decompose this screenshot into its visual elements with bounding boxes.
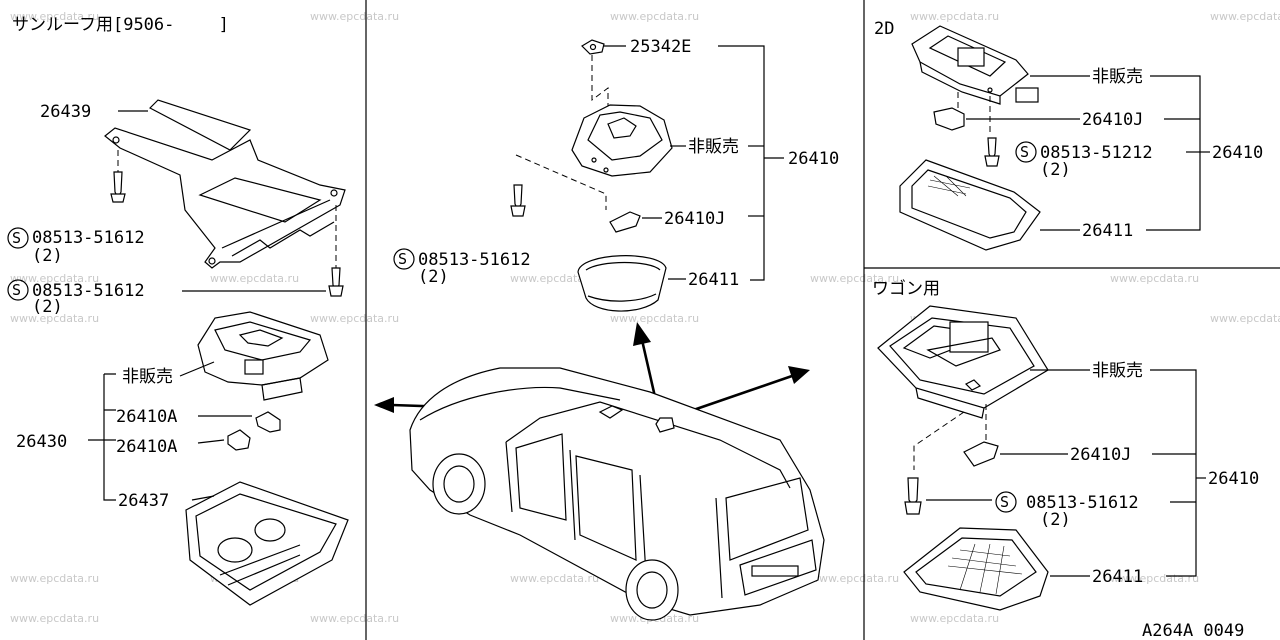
part-label-screw-wagon: 08513-51612 xyxy=(1026,493,1139,513)
screw-symbol-icon xyxy=(1015,141,1037,163)
screw-icon xyxy=(110,150,126,203)
screw-symbol: S xyxy=(1000,493,1009,511)
part-label-26410J-2d: 26410J xyxy=(1082,110,1143,130)
watermark: www.epcdata.ru xyxy=(10,272,99,285)
screw-icon xyxy=(984,137,1000,167)
not-for-sale-label: 非販売 xyxy=(688,137,739,157)
part-label-screw-2d: 08513-51212 xyxy=(1040,143,1153,163)
lens-26411-drawing xyxy=(577,255,667,312)
diagram-code: A264A 0049 xyxy=(1142,621,1244,640)
screw-symbol: S xyxy=(398,250,407,268)
lamp-body-drawing xyxy=(877,305,1049,419)
qty-screw-2: (2) xyxy=(32,297,63,317)
screw-symbol-icon xyxy=(7,227,29,249)
watermark: www.epcdata.ru xyxy=(1110,272,1199,285)
part-label-26410-center: 26410 xyxy=(788,149,839,169)
watermark: www.epcdata.ru xyxy=(10,572,99,585)
lens-26437-drawing xyxy=(185,481,349,606)
watermark: www.epcdata.ru xyxy=(10,10,99,23)
clip-icon xyxy=(581,39,605,55)
qty-screw-1: (2) xyxy=(32,246,63,266)
watermark: www.epcdata.ru xyxy=(1110,572,1199,585)
watermark: www.epcdata.ru xyxy=(10,312,99,325)
watermark: www.epcdata.ru xyxy=(10,612,99,625)
bulb-icon xyxy=(227,429,251,451)
right-bottom-panel: 非販売 26410 26410J S 08513-51612 (2) 26411 xyxy=(877,305,1259,611)
qty-screw-2d: (2) xyxy=(1040,160,1071,180)
screw-icon xyxy=(328,205,344,297)
watermark: www.epcdata.ru xyxy=(1210,312,1280,325)
screw-symbol: S xyxy=(12,281,21,299)
wagon-panel-title: ワゴン用 xyxy=(872,278,940,299)
2d-panel-title: 2D xyxy=(874,19,894,39)
lens-26411-drawing xyxy=(899,159,1041,251)
not-for-sale-label: 非販売 xyxy=(1092,361,1143,381)
qty-screw-wagon: (2) xyxy=(1040,510,1071,530)
bracket-26439-drawing xyxy=(104,99,346,269)
part-label-26410A-2: 26410A xyxy=(116,437,177,457)
screw-icon xyxy=(510,184,526,217)
watermark: www.epcdata.ru xyxy=(610,312,699,325)
watermark: www.epcdata.ru xyxy=(810,572,899,585)
watermark: www.epcdata.ru xyxy=(810,272,899,285)
watermark: www.epcdata.ru xyxy=(310,312,399,325)
not-for-sale-label: 非販売 xyxy=(1092,67,1143,87)
screw-icon xyxy=(904,477,922,515)
watermark: www.epcdata.ru xyxy=(310,10,399,23)
watermark: www.epcdata.ru xyxy=(510,572,599,585)
part-label-25342E: 25342E xyxy=(630,37,691,57)
bulb-icon xyxy=(963,441,999,467)
lamp-body-drawing xyxy=(197,311,329,401)
screw-symbol-icon xyxy=(995,491,1017,513)
center-panel: 25342E 26410 非販売 26410J S 08513-51612 (2… xyxy=(374,37,839,621)
watermark: www.epcdata.ru xyxy=(1210,10,1280,23)
part-label-screw-center: 08513-51612 xyxy=(418,250,531,270)
vehicle-drawing xyxy=(409,367,825,621)
part-label-26410J-wagon: 26410J xyxy=(1070,445,1131,465)
lamp-body-drawing xyxy=(571,104,673,177)
part-label-26430: 26430 xyxy=(16,432,67,452)
left-panel: 26439 S 08513-51612 (2) S 08513-51612 (2… xyxy=(7,99,349,606)
part-label-26411-2d: 26411 xyxy=(1082,221,1133,241)
lens-26411-drawing xyxy=(903,527,1049,611)
bulb-icon xyxy=(255,411,281,433)
bulb-icon xyxy=(933,107,965,131)
watermark: www.epcdata.ru xyxy=(310,612,399,625)
watermark: www.epcdata.ru xyxy=(910,612,999,625)
part-label-26410A-1: 26410A xyxy=(116,407,177,427)
not-for-sale-label: 非販売 xyxy=(122,367,173,387)
watermark: www.epcdata.ru xyxy=(510,272,599,285)
screw-symbol: S xyxy=(12,229,21,247)
screw-symbol: S xyxy=(1020,143,1029,161)
right-top-panel: 非販売 26410 26410J S 08513-51212 (2) 26411 xyxy=(899,25,1263,251)
screw-symbol-icon xyxy=(7,279,29,301)
part-label-26411-wagon: 26411 xyxy=(1092,567,1143,587)
part-label-26410-wagon: 26410 xyxy=(1208,469,1259,489)
watermark: www.epcdata.ru xyxy=(210,272,299,285)
sunroof-panel-title: サンルーフ用[9506- ] xyxy=(12,15,229,35)
lamp-body-drawing xyxy=(911,25,1039,105)
part-label-26439: 26439 xyxy=(40,102,91,122)
part-label-screw-1: 08513-51612 xyxy=(32,228,145,248)
part-label-screw-2: 08513-51612 xyxy=(32,281,145,301)
qty-screw-center: (2) xyxy=(418,267,449,287)
part-label-26410J-center: 26410J xyxy=(664,209,725,229)
watermark: www.epcdata.ru xyxy=(610,10,699,23)
part-label-26411-center: 26411 xyxy=(688,270,739,290)
part-label-26437: 26437 xyxy=(118,491,169,511)
bulb-icon xyxy=(609,211,641,233)
watermark: www.epcdata.ru xyxy=(910,10,999,23)
screw-symbol-icon xyxy=(393,248,415,270)
part-label-26410-2d: 26410 xyxy=(1212,143,1263,163)
